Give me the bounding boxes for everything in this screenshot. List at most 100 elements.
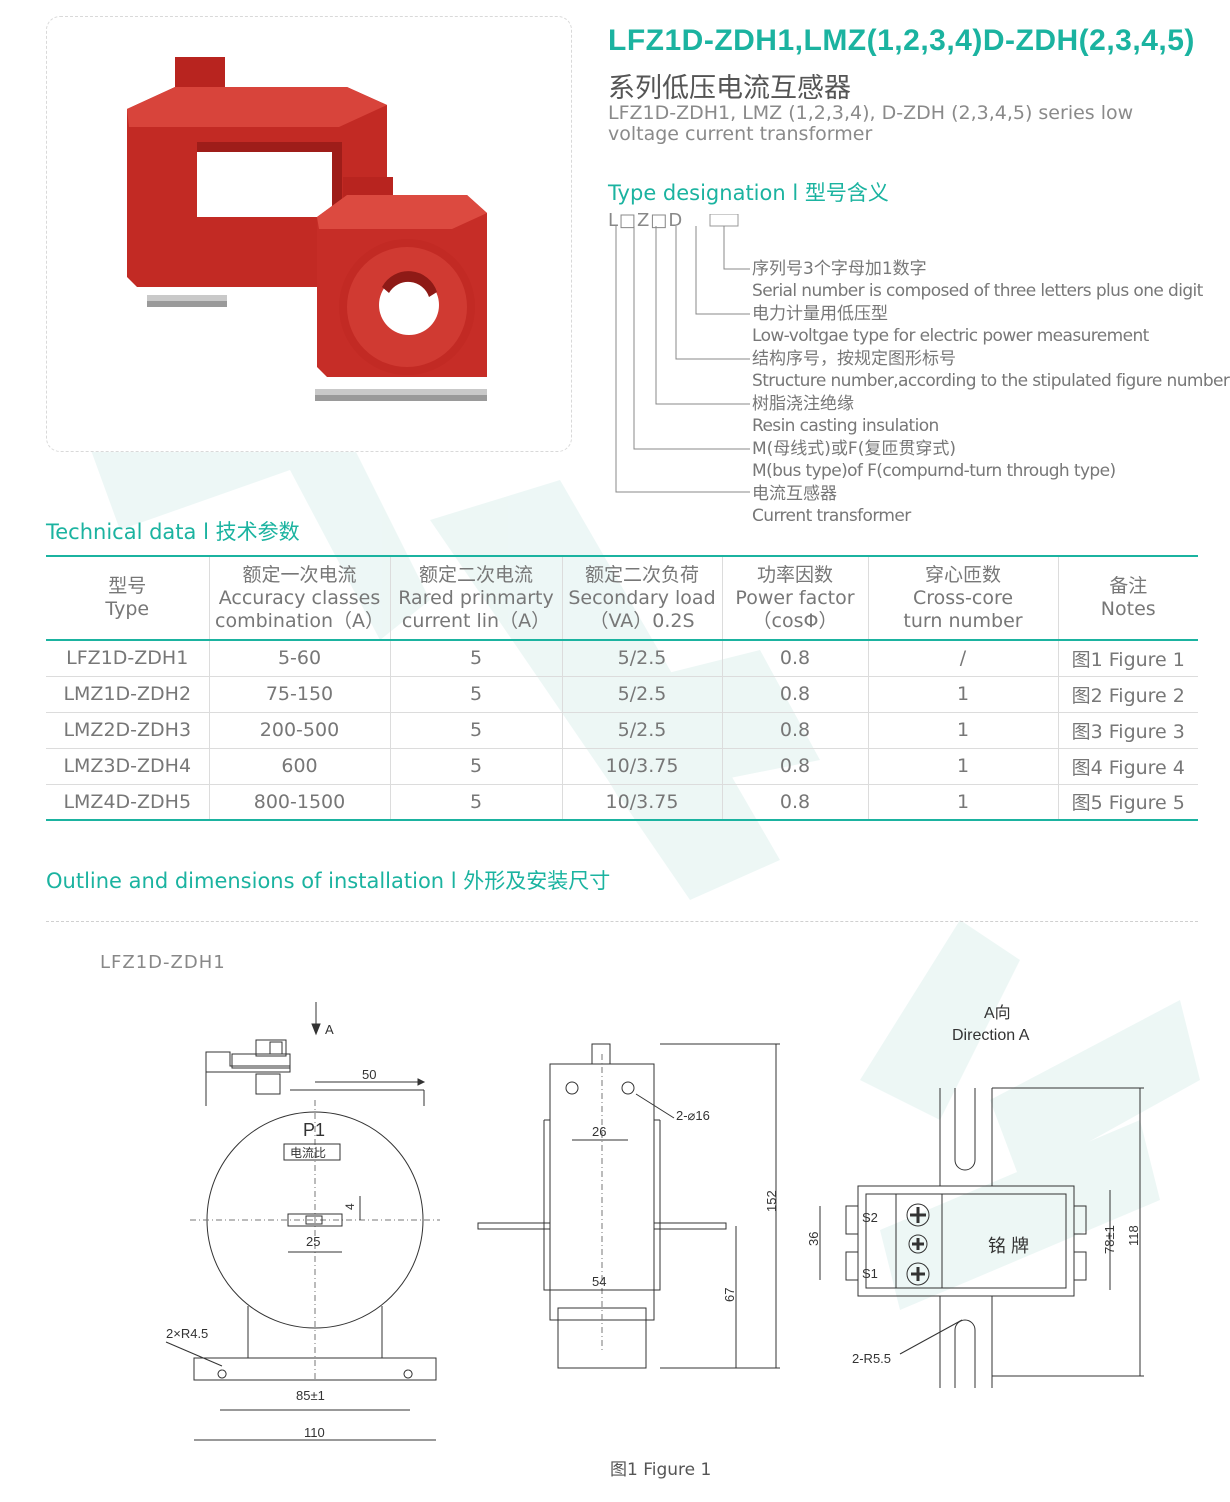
side-view: 26 2-⌀16 54 152 67	[477, 1043, 780, 1369]
type-item-low-voltage-en: Low-voltgae type for electric power meas…	[752, 326, 1149, 346]
type-item-structure: 结构序号，按规定图形标号 Structure number,according …	[752, 348, 1230, 392]
cell-turns: 1	[868, 748, 1059, 785]
technical-data-heading: Technical data l 技术参数	[46, 520, 300, 544]
type-item-resin-cn: 树脂浇注绝缘	[752, 394, 854, 414]
cell-power-factor: 0.8	[722, 712, 869, 749]
cell-type: LMZ2D-ZDH3	[46, 712, 210, 749]
col-header-load-cn: 额定二次负荷	[584, 563, 699, 586]
cell-power-factor: 0.8	[722, 748, 869, 785]
type-item-resin: 树脂浇注绝缘 Resin casting insulation	[752, 393, 939, 437]
direction-cn: A向	[984, 1004, 1011, 1022]
dim-25: 25	[306, 1234, 320, 1249]
arrow-a-label: A	[325, 1022, 334, 1037]
type-item-serial-cn: 序列号3个字母加1数字	[752, 259, 927, 279]
col-header-notes-cn: 备注	[1109, 575, 1148, 597]
type-designation-heading: Type designation l 型号含义	[608, 181, 889, 205]
cell-type: LMZ1D-ZDH2	[46, 676, 210, 713]
cell-secondary: 5	[390, 676, 563, 713]
cell-power-factor: 0.8	[722, 640, 869, 677]
col-header-load-en1: Secondary load	[568, 586, 716, 609]
dim-54: 54	[592, 1274, 606, 1289]
drawing-model-label: LFZ1D-ZDH1	[100, 952, 226, 973]
col-header-notes-en: Notes	[1100, 598, 1156, 620]
product-photo	[127, 57, 487, 401]
table-row: LMZ2D-ZDH3 200-500 5 5/2.5 0.8 1 图3 Figu…	[46, 712, 1198, 749]
col-header-type-en: Type	[105, 598, 150, 620]
table-row: LFZ1D-ZDH1 5-60 5 5/2.5 0.8 / 图1 Figure …	[46, 640, 1198, 677]
cell-primary: 600	[209, 748, 391, 785]
cell-load: 5/2.5	[562, 640, 723, 677]
type-item-structure-cn: 结构序号，按规定图形标号	[752, 349, 956, 369]
cell-secondary: 5	[390, 640, 563, 677]
cell-type: LFZ1D-ZDH1	[46, 640, 210, 677]
front-view: A 50 P1 电流比 4 25 2×R4.5 85±1 110	[165, 1002, 440, 1441]
type-item-ct-cn: 电流互感器	[752, 484, 837, 504]
col-header-turns-en2: turn number	[903, 609, 1023, 632]
dim-67: 67	[722, 1288, 737, 1302]
cell-notes: 图1 Figure 1	[1058, 640, 1198, 677]
product-title-cn: 系列低压电流互感器	[608, 73, 851, 104]
type-item-bus-type-cn: M(母线式)或F(复匝贯穿式)	[752, 439, 956, 459]
cell-notes: 图5 Figure 5	[1058, 784, 1198, 821]
nameplate-label: 铭 牌	[988, 1236, 1029, 1256]
cell-secondary: 5	[390, 748, 563, 785]
cell-primary: 5-60	[209, 640, 391, 677]
type-item-serial: 序列号3个字母加1数字 Serial number is composed of…	[752, 258, 1203, 302]
col-header-primary-cn: 额定一次电流	[242, 563, 357, 586]
cell-load: 5/2.5	[562, 712, 723, 749]
cell-load: 5/2.5	[562, 676, 723, 713]
col-header-pf-en1: Power factor	[735, 586, 855, 609]
table-row: LMZ3D-ZDH4 600 5 10/3.75 0.8 1 图4 Figure…	[46, 748, 1198, 785]
table-row: LMZ4D-ZDH5 800-1500 5 10/3.75 0.8 1 图5 F…	[46, 784, 1198, 821]
cell-primary: 75-150	[209, 676, 391, 713]
col-header-primary-en2: combination（A）	[215, 609, 384, 632]
cell-power-factor: 0.8	[722, 676, 869, 713]
type-item-bus-type-en: M(bus type)of F(compurnd-turn through ty…	[752, 461, 1116, 481]
col-header-secondary-en2: current lin（A）	[401, 609, 551, 632]
type-item-serial-en: Serial number is composed of three lette…	[752, 281, 1203, 301]
col-header-load-en2: （VA）0.2S	[589, 609, 695, 632]
table-row: LMZ1D-ZDH2 75-150 5 5/2.5 0.8 1 图2 Figur…	[46, 676, 1198, 713]
dim-85: 85±1	[296, 1388, 325, 1403]
type-item-low-voltage: 电力计量用低压型 Low-voltgae type for electric p…	[752, 303, 1149, 347]
type-item-structure-en: Structure number,according to the stipul…	[752, 371, 1230, 391]
cell-primary: 200-500	[209, 712, 391, 749]
terminal-s1: S1	[862, 1266, 878, 1281]
col-header-pf-cn: 功率因数	[756, 563, 833, 586]
cell-secondary: 5	[390, 712, 563, 749]
cell-notes: 图4 Figure 4	[1058, 748, 1198, 785]
product-title-en: LFZ1D-ZDH1, LMZ (1,2,3,4), D-ZDH (2,3,4,…	[608, 102, 1134, 145]
col-header-turns-en1: Cross-core	[912, 586, 1014, 609]
dim-r55: 2-R5.5	[852, 1351, 891, 1366]
cell-type: LMZ3D-ZDH4	[46, 748, 210, 785]
dim-26: 26	[592, 1124, 606, 1139]
col-header-secondary-cn: 额定二次电流	[418, 563, 533, 586]
dim-r45: 2×R4.5	[166, 1326, 208, 1341]
p1-label: P1	[303, 1120, 325, 1140]
dim-110: 110	[304, 1425, 325, 1440]
terminal-s2: S2	[862, 1210, 878, 1225]
dim-118: 118	[1126, 1225, 1141, 1246]
cell-turns: /	[868, 640, 1059, 677]
cell-turns: 1	[868, 712, 1059, 749]
cell-load: 10/3.75	[562, 748, 723, 785]
type-code: L□Z□D	[608, 210, 684, 231]
cell-primary: 800-1500	[209, 784, 391, 821]
figure-caption: 图1 Figure 1	[610, 1460, 712, 1480]
col-header-turns-cn: 穿心匝数	[924, 563, 1001, 586]
dim-4: 4	[343, 1203, 357, 1210]
cell-secondary: 5	[390, 784, 563, 821]
cell-turns: 1	[868, 784, 1059, 821]
type-item-low-voltage-cn: 电力计量用低压型	[752, 304, 888, 324]
cell-notes: 图3 Figure 3	[1058, 712, 1198, 749]
dim-50: 50	[362, 1067, 376, 1082]
dim-152: 152	[764, 1190, 779, 1212]
cell-type: LMZ4D-ZDH5	[46, 784, 210, 821]
col-header-pf-en2: （cosΦ）	[752, 609, 838, 632]
